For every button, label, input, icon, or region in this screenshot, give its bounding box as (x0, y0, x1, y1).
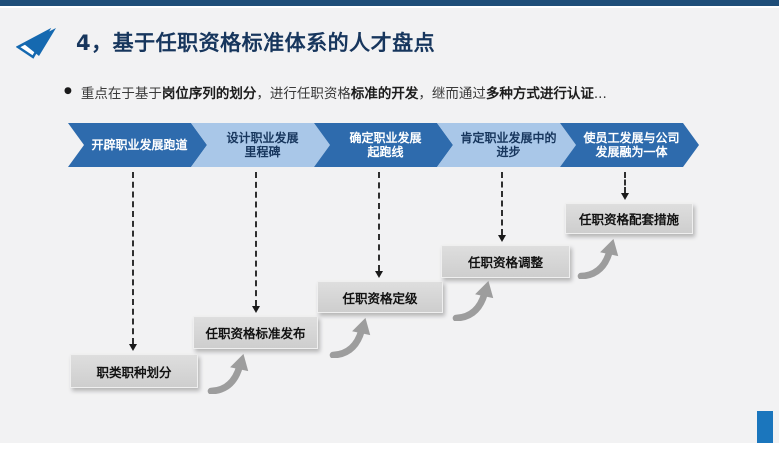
chevron-step-5: 使员工发展与公司 发展融为一体 (560, 123, 699, 167)
bullet-segment-bold: 标准的开发 (350, 86, 419, 102)
chevron-step-3: 确定职业发展 起跑线 (314, 123, 453, 167)
dashed-arrow-2 (252, 172, 260, 313)
step-label: 任职资格标准发布 (205, 326, 306, 341)
chevron-step-4: 肯定职业发展中的 进步 (437, 123, 576, 167)
curve-arrow-icon (452, 279, 502, 322)
dashed-arrow-1 (129, 172, 137, 351)
chevron-label: 肯定职业发展中的 (460, 131, 557, 145)
page-title: 4，基于任职资格标准体系的人才盘点 (76, 31, 436, 55)
step-box-2: 任职资格标准发布 (193, 316, 318, 349)
bullet-segment: ，继而通过 (418, 86, 486, 102)
step-label: 任职资格配套措施 (578, 212, 679, 227)
chevron-label: 里程碑 (244, 145, 281, 159)
step-label: 职类职种划分 (96, 364, 172, 380)
bullet-line: ● 重点在于基于岗位序列的划分，进行任职资格标准的开发，继而通过多种方式进行认证… (64, 82, 764, 102)
dashed-arrow-4 (498, 172, 506, 242)
chevron-label: 确定职业发展 (349, 131, 422, 145)
bullet-marker: ● (64, 86, 72, 96)
step-box-5: 任职资格配套措施 (565, 203, 693, 234)
chevron-label: 发展融为一体 (595, 145, 668, 159)
step-box-4: 任职资格调整 (441, 245, 570, 278)
chevron-label: 开辟职业发展跑道 (91, 138, 188, 152)
curve-arrow-icon (207, 352, 257, 395)
chevron-label: 起跑线 (367, 145, 404, 159)
top-accent-bar (0, 0, 779, 6)
step-label: 任职资格定级 (342, 290, 418, 306)
chevron-label: 设计职业发展 (226, 131, 299, 145)
bullet-segment-bold: 岗位序列的划分 (161, 86, 257, 102)
step-box-1: 职类职种划分 (70, 354, 198, 388)
bullet-segment: ，进行任职资格 (256, 86, 351, 102)
step-box-3: 任职资格定级 (317, 281, 443, 313)
step-label: 任职资格调整 (467, 255, 543, 270)
chevron-label: 进步 (496, 145, 521, 159)
dashed-arrow-3 (375, 172, 383, 278)
curve-arrow-icon (577, 237, 627, 280)
dashed-arrow-5 (621, 172, 629, 200)
paper-plane-icon (15, 24, 58, 60)
bullet-segment-bold: 多种方式进行认证 (485, 86, 594, 102)
bullet-segment: 重点在于基于 (80, 86, 162, 102)
curve-arrow-icon (329, 316, 379, 359)
chevron-label: 使员工发展与公司 (583, 131, 680, 145)
chevron-step-2: 设计职业发展 里程碑 (191, 123, 330, 167)
bullet-text: 重点在于基于岗位序列的划分，进行任职资格标准的开发，继而通过多种方式进行认证..… (81, 82, 607, 102)
bottom-right-accent (757, 411, 773, 443)
bullet-segment: ... (593, 86, 607, 102)
chevron-step-1: 开辟职业发展跑道 (68, 123, 207, 167)
